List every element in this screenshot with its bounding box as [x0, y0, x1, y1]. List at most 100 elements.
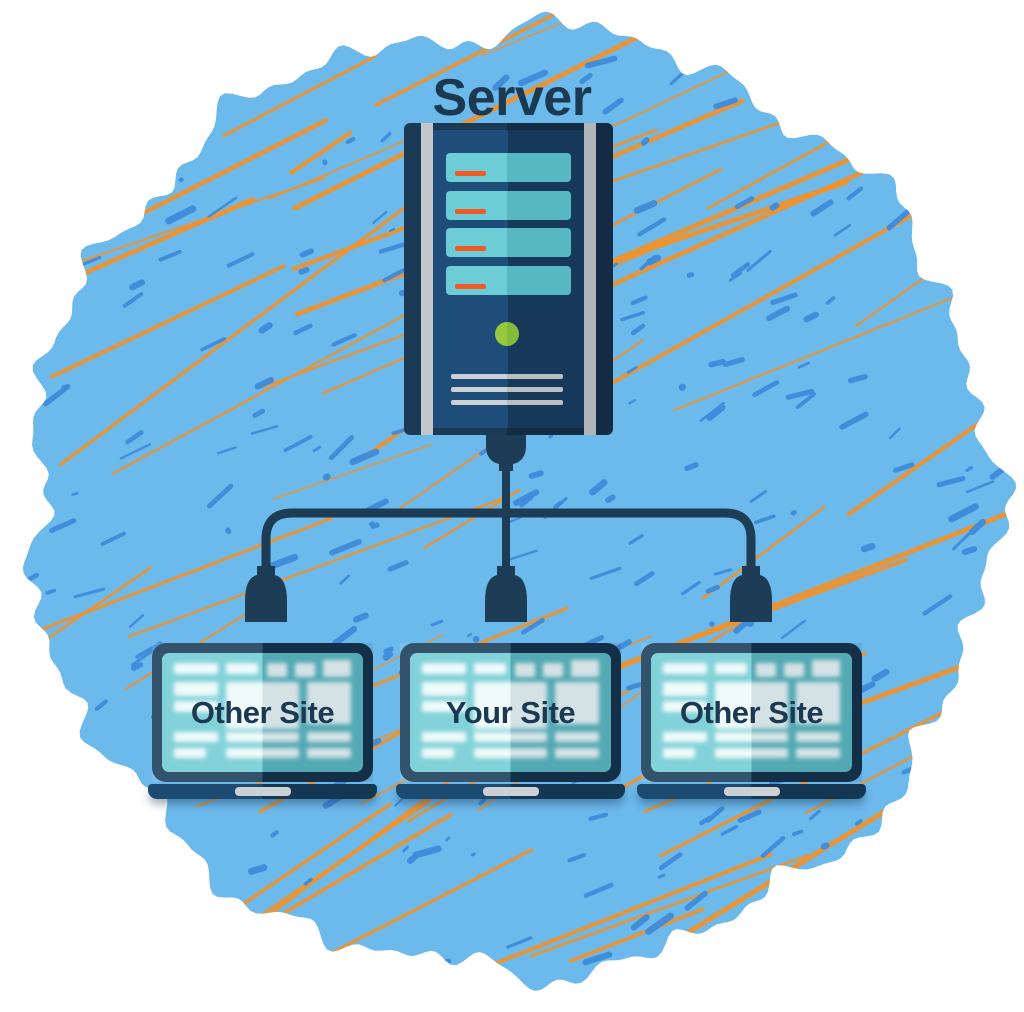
- laptop-icon: Other Site: [637, 643, 866, 799]
- server-front-panel: [433, 130, 584, 428]
- texture-stroke: [628, 399, 637, 405]
- network-cable-icon: [245, 433, 772, 622]
- texture-stroke: [859, 682, 876, 694]
- texture-stroke: [470, 852, 476, 857]
- texture-stroke: [388, 227, 396, 233]
- drive-activity-bar: [455, 246, 486, 251]
- texture-stroke: [922, 594, 953, 616]
- texture-stroke: [135, 641, 163, 659]
- texture-stroke: [548, 434, 554, 439]
- texture-stroke: [378, 241, 409, 254]
- texture-stroke: [250, 425, 279, 435]
- texture-stroke: [760, 836, 786, 859]
- wireframe-block: [663, 731, 708, 743]
- texture-stroke: [730, 262, 751, 278]
- texture-stroke: [681, 581, 701, 596]
- wireframe-block: [174, 748, 207, 758]
- texture-stroke: [382, 651, 394, 661]
- texture-stroke: [520, 618, 545, 635]
- site-label: Other Site: [190, 694, 335, 730]
- texture-stroke: [820, 842, 830, 850]
- wireframe-block: [266, 662, 287, 677]
- texture-stroke: [706, 404, 726, 421]
- texture-stroke: [601, 509, 1015, 676]
- texture-stroke: [630, 323, 646, 336]
- texture-stroke: [127, 495, 509, 638]
- server-drive-bay: [446, 153, 571, 182]
- texture-stroke: [769, 202, 780, 211]
- texture-stroke: [752, 380, 780, 398]
- texture-stroke: [444, 852, 773, 986]
- wireframe-block: [422, 662, 467, 675]
- texture-stroke: [394, 798, 404, 807]
- texture-stroke: [952, 532, 971, 551]
- texture-stroke: [402, 845, 409, 853]
- texture-stroke: [380, 131, 392, 143]
- texture-stroke: [839, 411, 869, 430]
- texture-stroke: [737, 809, 762, 824]
- screen-glare: [641, 643, 862, 782]
- texture-stroke: [352, 612, 369, 623]
- site-label: Your Site: [445, 694, 576, 730]
- texture-stroke: [519, 495, 534, 508]
- texture-stroke: [339, 574, 350, 585]
- texture-stroke: [871, 668, 890, 682]
- plug-icon: [486, 433, 526, 471]
- texture-stroke: [368, 521, 375, 526]
- texture-stroke: [247, 864, 268, 875]
- texture-stroke: [207, 196, 238, 218]
- texture-stroke: [71, 492, 79, 496]
- texture-stroke: [584, 55, 618, 69]
- wireframe-block: [422, 748, 455, 758]
- texture-stroke: [329, 538, 362, 556]
- texture-stroke: [158, 249, 182, 262]
- texture-stroke: [800, 613, 1016, 727]
- wireframe-block: [715, 662, 748, 675]
- texture-stroke: [472, 635, 480, 643]
- texture-stroke: [248, 798, 432, 926]
- texture-stroke: [372, 210, 388, 225]
- texture-stroke: [345, 137, 356, 145]
- wireframe-block: [174, 731, 219, 743]
- texture-stroke: [387, 560, 409, 572]
- drive-activity-bar: [455, 209, 486, 214]
- texture-stroke: [506, 936, 533, 949]
- laptop-icon: Other Site: [148, 643, 377, 799]
- wireframe-block: [554, 731, 599, 743]
- texture-stroke: [288, 130, 353, 175]
- laptop-screen: Your Site: [400, 643, 621, 782]
- texture-stroke: [294, 271, 407, 317]
- wireframe-block: [306, 681, 351, 725]
- texture-stroke: [833, 223, 852, 237]
- texture-stroke: [292, 22, 665, 211]
- wireframe-block: [811, 660, 840, 677]
- texture-stroke: [860, 542, 876, 553]
- texture-stroke: [492, 74, 510, 91]
- texture-stroke: [639, 254, 657, 271]
- texture-stroke: [518, 69, 549, 87]
- screen-glare: [152, 643, 373, 782]
- texture-stroke: [349, 448, 380, 466]
- wireframe-block: [715, 731, 788, 743]
- texture-stroke: [846, 186, 864, 201]
- server-power-led: [495, 322, 519, 346]
- wireframe-block: [570, 660, 599, 677]
- wireframe-block: [663, 662, 708, 675]
- texture-stroke: [332, 625, 358, 647]
- texture-stroke: [948, 503, 979, 523]
- wireframe-block: [715, 681, 788, 730]
- screen-glare: [400, 643, 621, 782]
- texture-stroke: [640, 137, 650, 146]
- plug-icon: [485, 566, 527, 622]
- laptop-notch: [723, 787, 780, 796]
- texture-stroke: [125, 430, 144, 445]
- texture-stroke: [583, 882, 614, 898]
- texture-stroke: [809, 809, 821, 821]
- texture-stroke: [513, 489, 540, 506]
- texture-stroke: [504, 549, 538, 562]
- texture-stroke: [722, 357, 745, 368]
- server-rail-right: [584, 123, 596, 435]
- server-rail-left: [421, 123, 433, 435]
- wireframe-block: [226, 748, 299, 758]
